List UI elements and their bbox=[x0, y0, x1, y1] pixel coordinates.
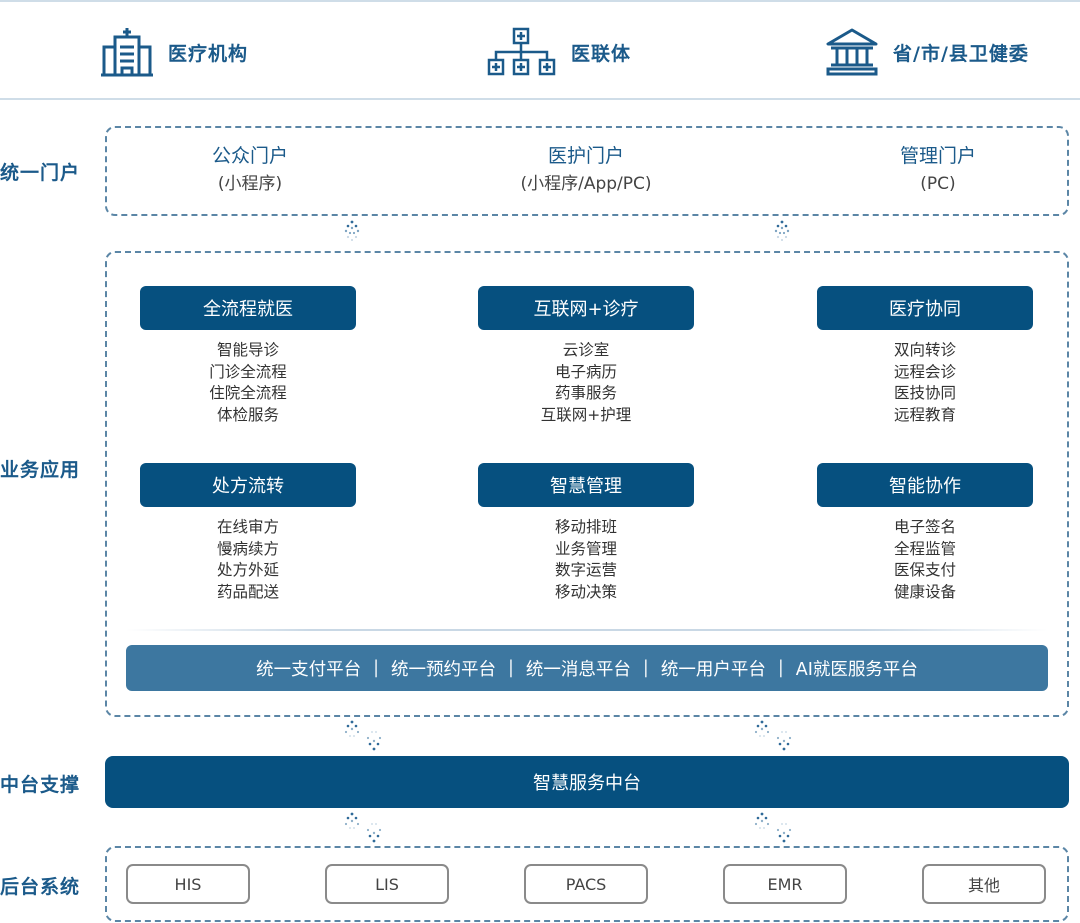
module-item: 移动决策 bbox=[554, 582, 617, 601]
module-smart-collab: 智能协作 电子签名 全程监管 医保支付 健康设备 bbox=[817, 463, 1033, 603]
module-item: 在线审方 bbox=[216, 518, 279, 536]
row-label-backend: 后台系统 bbox=[0, 876, 81, 898]
module-item: 移动排班 bbox=[554, 518, 617, 536]
entity-label: 医疗机构 bbox=[168, 42, 249, 65]
government-building-icon bbox=[825, 27, 879, 77]
separator: | bbox=[373, 658, 380, 678]
module-internet-diagnosis: 互联网+诊疗 云诊室 电子病历 药事服务 互联网+护理 bbox=[478, 286, 694, 426]
module-prescription: 处方流转 在线审方 慢病续方 处方外延 药品配送 bbox=[140, 463, 356, 603]
arrow-bidirectional-icon bbox=[344, 812, 382, 843]
module-title: 智慧管理 bbox=[478, 463, 694, 507]
portal-name: 公众门户 bbox=[211, 145, 288, 167]
module-item: 药事服务 bbox=[554, 384, 617, 402]
module-items: 双向转诊 远程会诊 医技协同 远程教育 bbox=[817, 340, 1033, 426]
module-full-process: 全流程就医 智能导诊 门诊全流程 住院全流程 体检服务 bbox=[140, 286, 356, 426]
portal-sub: (PC) bbox=[920, 174, 956, 194]
unified-platforms-bar: 统一支付平台 | 统一预约平台 | 统一消息平台 | 统一用户平台 | AI就医… bbox=[126, 645, 1048, 691]
platform-appointment: 统一预约平台 bbox=[391, 659, 497, 680]
portal-name: 医护门户 bbox=[547, 145, 624, 167]
module-item: 电子签名 bbox=[893, 518, 956, 536]
system-other: 其他 bbox=[922, 864, 1046, 904]
arrow-up-icon bbox=[774, 220, 790, 241]
module-items: 智能导诊 门诊全流程 住院全流程 体检服务 bbox=[140, 340, 356, 426]
portal-sub: (小程序) bbox=[217, 174, 283, 194]
entity-label: 省/市/县卫健委 bbox=[893, 42, 1029, 65]
module-items: 电子签名 全程监管 医保支付 健康设备 bbox=[817, 517, 1033, 603]
portal-frame bbox=[105, 126, 1069, 216]
top-divider bbox=[0, 0, 1080, 2]
entity-medical-alliance: 医联体 bbox=[487, 26, 631, 78]
header-divider bbox=[0, 98, 1080, 100]
business-frame bbox=[105, 251, 1069, 717]
portal-management: 管理门户 (PC) bbox=[820, 142, 1056, 198]
hospital-icon bbox=[100, 27, 154, 77]
module-title: 全流程就医 bbox=[140, 286, 356, 330]
module-item: 处方外延 bbox=[216, 561, 279, 579]
platform-divider bbox=[126, 629, 1048, 631]
module-item: 远程教育 bbox=[893, 405, 956, 424]
module-item: 医保支付 bbox=[893, 561, 956, 579]
module-item: 全程监管 bbox=[893, 539, 956, 558]
module-item: 互联网+护理 bbox=[540, 405, 632, 424]
module-item: 药品配送 bbox=[216, 582, 279, 601]
system-emr: EMR bbox=[723, 864, 847, 904]
arrow-bidirectional-icon bbox=[754, 812, 792, 843]
portal-medical: 医护门户 (小程序/App/PC) bbox=[468, 142, 704, 198]
entity-label: 医联体 bbox=[571, 42, 632, 65]
system-his: HIS bbox=[126, 864, 250, 904]
module-items: 在线审方 慢病续方 处方外延 药品配送 bbox=[140, 517, 356, 603]
module-smart-management: 智慧管理 移动排班 业务管理 数字运营 移动决策 bbox=[478, 463, 694, 603]
row-label-business: 业务应用 bbox=[0, 459, 81, 481]
platform-message: 统一消息平台 bbox=[525, 659, 631, 680]
module-item: 门诊全流程 bbox=[209, 362, 287, 381]
arrow-bidirectional-icon bbox=[754, 720, 792, 751]
module-item: 医技协同 bbox=[893, 384, 956, 402]
module-item: 数字运营 bbox=[554, 561, 617, 579]
separator: | bbox=[508, 658, 514, 678]
module-item: 业务管理 bbox=[554, 539, 617, 558]
portal-public: 公众门户 (小程序) bbox=[142, 142, 358, 198]
module-item: 慢病续方 bbox=[216, 539, 279, 558]
module-item: 住院全流程 bbox=[209, 384, 287, 402]
row-label-portal: 统一门户 bbox=[0, 162, 81, 184]
system-lis: LIS bbox=[325, 864, 449, 904]
system-pacs: PACS bbox=[524, 864, 648, 904]
arrow-bidirectional-icon bbox=[344, 720, 382, 751]
module-item: 体检服务 bbox=[216, 405, 279, 424]
separator: | bbox=[642, 658, 649, 678]
platform-user: 统一用户平台 bbox=[660, 659, 766, 680]
module-title: 互联网+诊疗 bbox=[478, 286, 694, 330]
entity-medical-institution: 医疗机构 bbox=[100, 26, 248, 78]
arrow-up-icon bbox=[344, 220, 360, 241]
smart-service-middle-platform: 智慧服务中台 bbox=[105, 756, 1069, 808]
separator: | bbox=[777, 658, 784, 678]
portal-name: 管理门户 bbox=[899, 145, 976, 167]
module-item: 电子病历 bbox=[554, 362, 617, 381]
platform-ai-service: AI就医服务平台 bbox=[795, 659, 918, 680]
module-item: 双向转诊 bbox=[893, 341, 956, 359]
module-items: 云诊室 电子病历 药事服务 互联网+护理 bbox=[478, 340, 694, 426]
module-item: 远程会诊 bbox=[893, 362, 956, 381]
module-items: 移动排班 业务管理 数字运营 移动决策 bbox=[478, 517, 694, 603]
module-item: 健康设备 bbox=[893, 582, 956, 601]
backend-frame bbox=[105, 846, 1069, 922]
org-network-icon bbox=[487, 27, 557, 77]
entity-health-commission: 省/市/县卫健委 bbox=[825, 26, 1029, 78]
module-item: 云诊室 bbox=[562, 341, 610, 359]
platform-payment: 统一支付平台 bbox=[256, 659, 362, 680]
module-title: 智能协作 bbox=[817, 463, 1033, 507]
portal-sub: (小程序/App/PC) bbox=[520, 174, 652, 194]
module-title: 医疗协同 bbox=[817, 286, 1033, 330]
module-item: 智能导诊 bbox=[216, 341, 279, 359]
module-medical-collab: 医疗协同 双向转诊 远程会诊 医技协同 远程教育 bbox=[817, 286, 1033, 426]
module-title: 处方流转 bbox=[140, 463, 356, 507]
row-label-middle: 中台支撑 bbox=[0, 774, 81, 796]
